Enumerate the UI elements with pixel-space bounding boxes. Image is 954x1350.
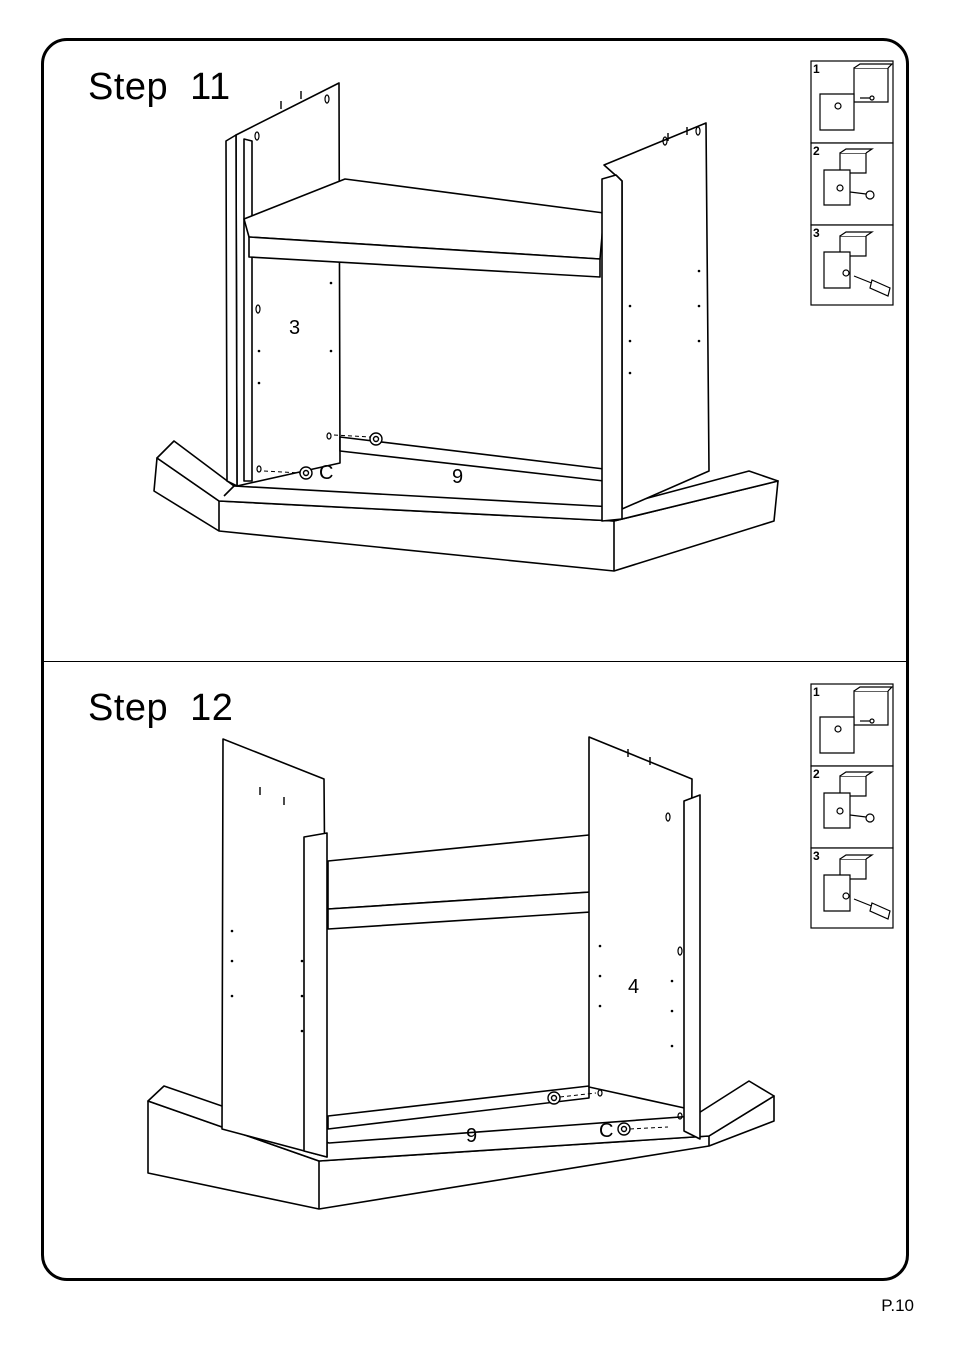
step-11-cam-lock-guide: 1 2 3 [810, 60, 894, 306]
mini-step-2: 2 [813, 144, 820, 158]
part-label-cam-lock: C [319, 462, 333, 484]
part-label-cam-lock: C [599, 1120, 613, 1142]
part-label-side-panel: 4 [628, 976, 639, 998]
step-12-diagram: 4 9 C [44, 661, 909, 1281]
mini-step-2: 2 [813, 767, 820, 781]
mini-step-3: 3 [813, 226, 820, 240]
page-number: P.10 [881, 1296, 914, 1316]
mini-step-1: 1 [813, 62, 820, 76]
mini-step-3: 3 [813, 849, 820, 863]
step-12-cam-lock-guide: 1 2 3 [810, 683, 894, 929]
mini-step-1: 1 [813, 685, 820, 699]
part-label-back-rail: 9 [466, 1125, 477, 1147]
part-label-side-panel: 3 [289, 317, 300, 339]
part-label-back-rail: 9 [452, 466, 463, 488]
step-11-diagram: 3 9 C [44, 41, 909, 661]
